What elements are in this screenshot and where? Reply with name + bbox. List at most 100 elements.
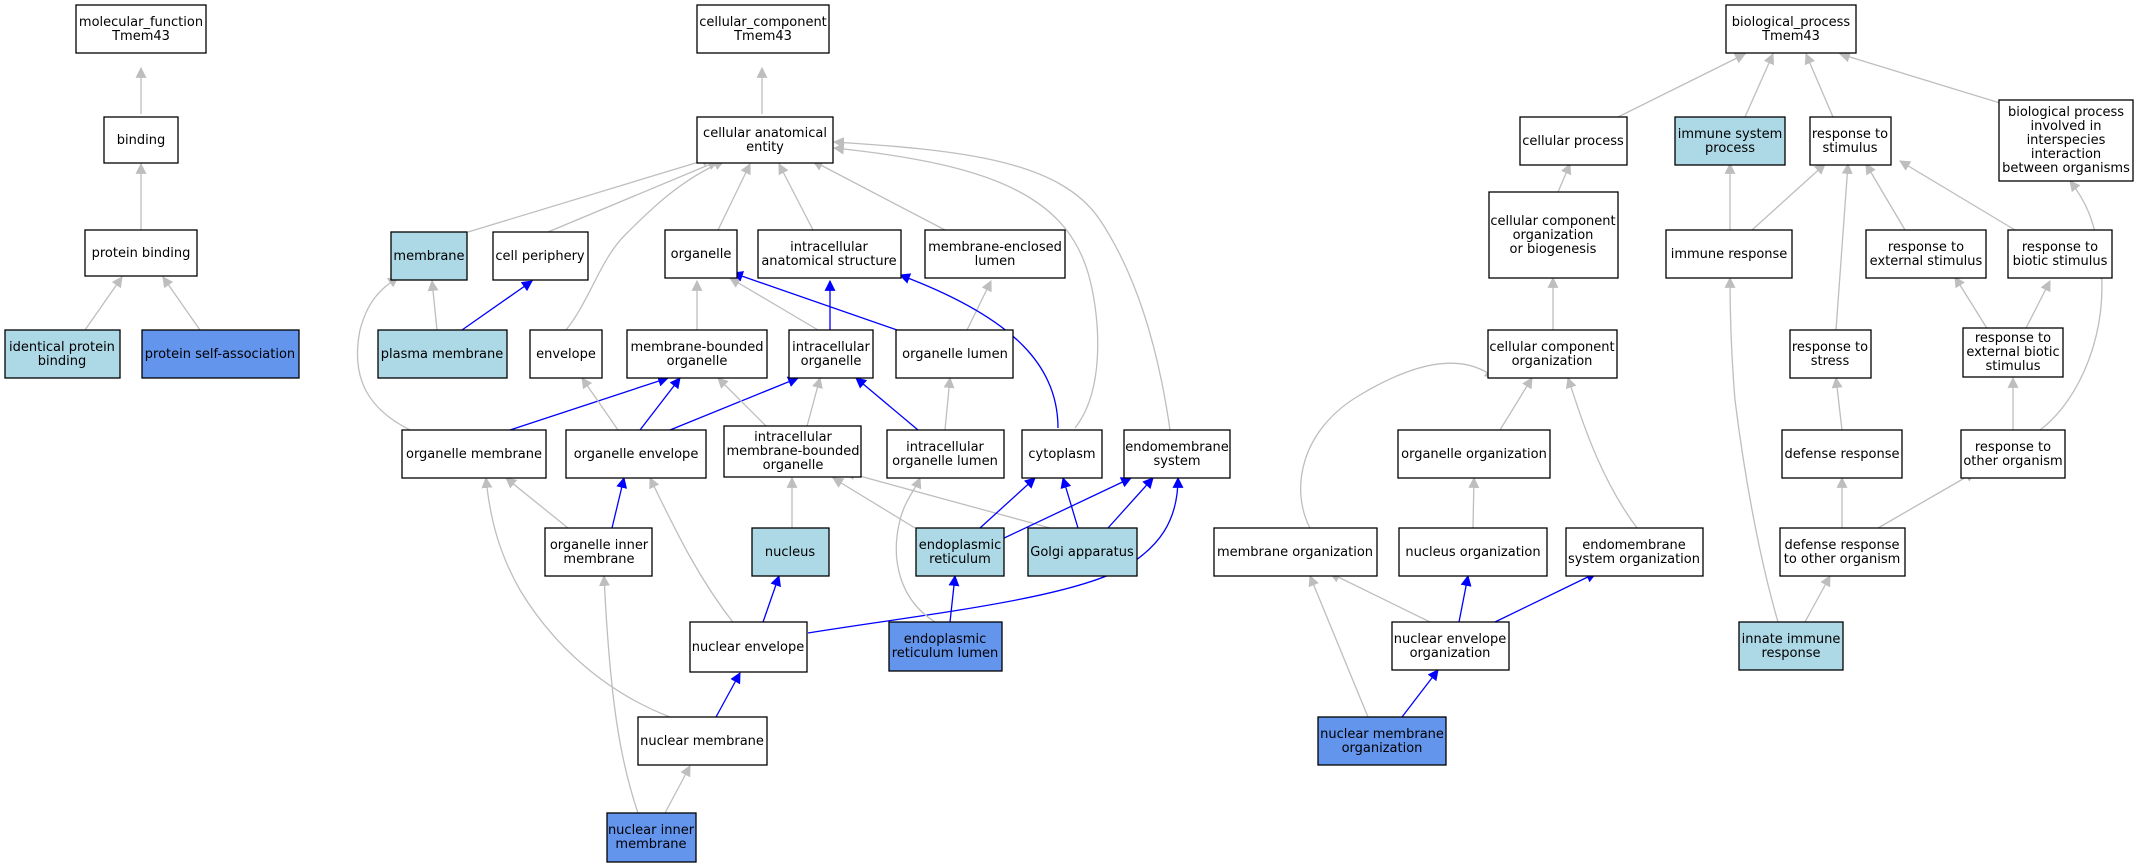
edge-mem-org-to-cco bbox=[1300, 362, 1496, 529]
go-term-label-line: response to bbox=[1792, 340, 1868, 355]
edge-plasma-membrane-to-membrane bbox=[427, 279, 439, 331]
go-term-cell-periphery[interactable]: cell periphery bbox=[492, 231, 589, 281]
edge-cell-periphery-to-cae bbox=[547, 159, 720, 233]
go-term-label-line: binding bbox=[117, 133, 165, 148]
go-term-label-line: organization bbox=[1513, 228, 1594, 243]
go-term-nucleus-organization[interactable]: nucleus organization bbox=[1398, 527, 1548, 577]
edge-io-to-organelle bbox=[729, 277, 819, 331]
go-term-defense-response[interactable]: defense response bbox=[1781, 429, 1903, 479]
go-term-label-line: organelle bbox=[671, 247, 732, 262]
edge-org-org-to-cco bbox=[1499, 377, 1533, 431]
go-term-protein-self-association[interactable]: protein self-association bbox=[141, 329, 300, 379]
go-term-membrane-organization[interactable]: membrane organization bbox=[1213, 527, 1378, 577]
go-term-label-line: intracellular bbox=[790, 240, 868, 255]
go-term-nucleus[interactable]: nucleus bbox=[751, 527, 830, 577]
go-term-envelope[interactable]: envelope bbox=[529, 329, 603, 379]
go-term-label-line: nuclear membrane bbox=[1320, 727, 1444, 742]
edge-nim-to-oim bbox=[598, 574, 639, 814]
edge-rtebs-to-rtes bbox=[1954, 276, 1989, 331]
go-term-cytoplasm[interactable]: cytoplasm bbox=[1021, 429, 1103, 479]
go-term-label-line: interspecies bbox=[2027, 133, 2106, 148]
go-term-label: organelle envelope bbox=[574, 447, 699, 462]
go-term-organelle-lumen[interactable]: organelle lumen bbox=[895, 329, 1014, 379]
go-term-label: organelle lumen bbox=[902, 347, 1008, 362]
edge-er-to-endomembrane bbox=[999, 477, 1132, 541]
go-term-label: cytoplasm bbox=[1028, 447, 1095, 462]
edge-org-envelope-to-envelope bbox=[581, 377, 619, 431]
go-term-organelle-organization[interactable]: organelle organization bbox=[1397, 429, 1551, 479]
go-term-label: membrane organization bbox=[1217, 545, 1373, 560]
go-term-cellular-process[interactable]: cellular process bbox=[1519, 116, 1628, 166]
go-term-label-line: intracellular bbox=[792, 340, 870, 355]
go-term-label-line: identical protein bbox=[9, 340, 115, 355]
go-term-organelle[interactable]: organelle bbox=[664, 229, 738, 279]
go-term-label-line: external biotic bbox=[1966, 345, 2059, 360]
go-term-label-line: nucleus bbox=[765, 545, 815, 560]
go-term-label: membrane bbox=[393, 249, 464, 264]
go-term-organelle-envelope[interactable]: organelle envelope bbox=[565, 429, 707, 479]
go-term-label-line: molecular_function bbox=[79, 15, 203, 30]
edge-iss-to-bp-root bbox=[1744, 52, 1775, 118]
go-term-plasma-membrane[interactable]: plasma membrane bbox=[377, 329, 508, 379]
go-term-label: cellular process bbox=[1522, 134, 1624, 149]
go-term-label-line: entity bbox=[746, 140, 784, 155]
edge-defense-to-rtstress bbox=[1831, 376, 1843, 431]
go-term-immune-response[interactable]: immune response bbox=[1665, 229, 1793, 279]
go-term-binding[interactable]: binding bbox=[103, 116, 179, 164]
go-term-label-line: cellular component bbox=[1490, 214, 1615, 229]
go-term-organelle-membrane[interactable]: organelle membrane bbox=[401, 429, 547, 479]
go-term-label-line: endoplasmic bbox=[919, 538, 1001, 553]
go-term-nuclear-membrane[interactable]: nuclear membrane bbox=[637, 716, 768, 766]
go-term-nuclear-envelope[interactable]: nuclear envelope bbox=[689, 621, 808, 673]
go-term-label-line: organization bbox=[1512, 354, 1593, 369]
edge-nuc-envelope-to-endomembrane bbox=[807, 476, 1184, 634]
go-term-protein-binding[interactable]: protein binding bbox=[84, 229, 198, 277]
go-term-membrane[interactable]: membrane bbox=[390, 231, 468, 281]
edge-er-to-imbo bbox=[832, 477, 916, 529]
go-term-label-line: binding bbox=[38, 354, 86, 369]
go-term-label-line: system bbox=[1154, 454, 1201, 469]
go-term-golgi-apparatus[interactable]: Golgi apparatus bbox=[1027, 527, 1138, 577]
edge-oim-to-org-membrane bbox=[505, 477, 569, 529]
edge-rtoo-to-bpi bbox=[2039, 180, 2103, 431]
